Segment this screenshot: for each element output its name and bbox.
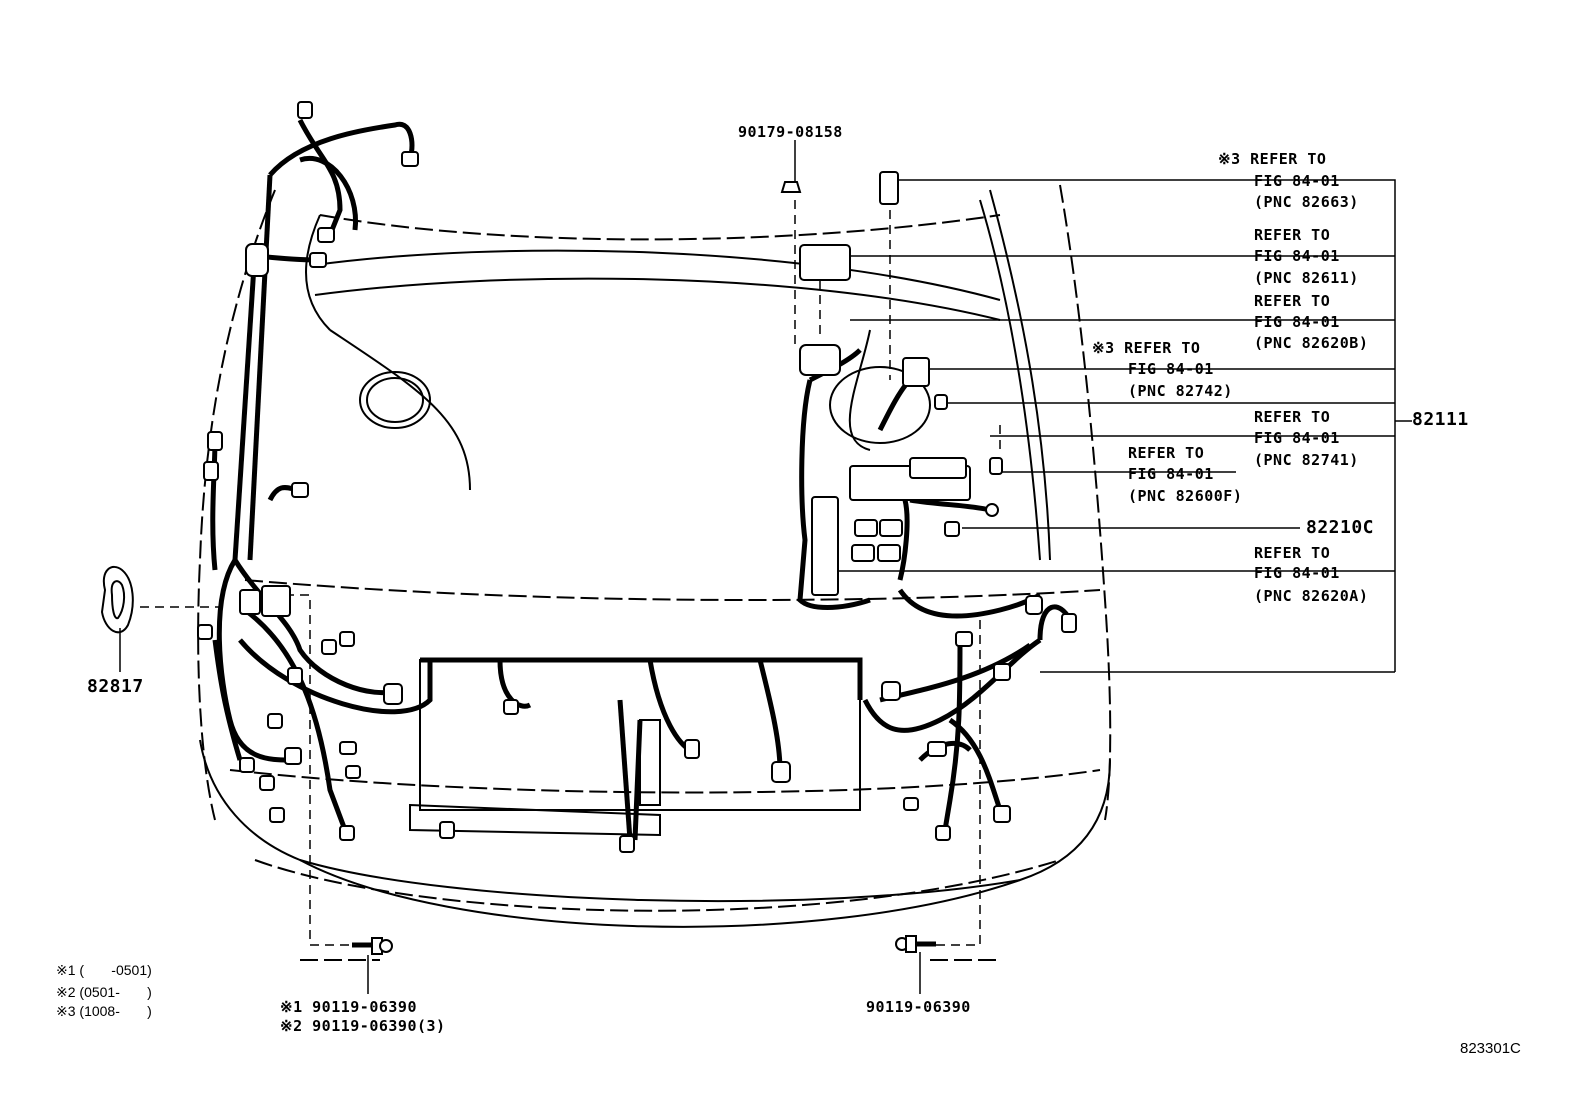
callout-82663-mark: ※3 xyxy=(1218,150,1241,168)
callout-82742-line3: (PNC 82742) xyxy=(1128,382,1233,400)
callout-82600f-line2: FIG 84-01 xyxy=(1128,465,1214,483)
note-1: ※1 ( -0501) xyxy=(56,962,152,978)
callout-82611-line1: REFER TO xyxy=(1254,226,1331,244)
callout-82663: ※3 REFER TO xyxy=(1218,148,1326,170)
leader-lines xyxy=(119,140,1412,994)
callout-82620a-line1: REFER TO xyxy=(1254,544,1331,562)
part-number-82210c: 82210C xyxy=(1306,517,1375,538)
part-number-bolt-left-2: ※2 90119-06390(3) xyxy=(280,1017,446,1035)
note-3: ※3 (1008- ) xyxy=(56,1003,152,1019)
vehicle-body-solid xyxy=(199,189,1111,928)
callout-82620b-line1: REFER TO xyxy=(1254,292,1331,310)
part-number-nut: 90179-08158 xyxy=(738,123,843,141)
part-number-82817: 82817 xyxy=(87,676,144,697)
callout-82742: ※3 REFER TO xyxy=(1092,337,1200,359)
bolt-left xyxy=(352,937,393,955)
callout-82742-line2: FIG 84-01 xyxy=(1128,360,1214,378)
figure-id: 823301C xyxy=(1460,1040,1521,1057)
callout-82663-line3: (PNC 82663) xyxy=(1254,193,1359,211)
callout-82741-line1: REFER TO xyxy=(1254,408,1331,426)
callout-82620a-line3: (PNC 82620A) xyxy=(1254,587,1369,605)
part-number-82111: 82111 xyxy=(1412,409,1469,430)
callout-82620b-line3: (PNC 82620B) xyxy=(1254,334,1369,352)
callout-82663-line2: FIG 84-01 xyxy=(1254,172,1340,190)
callout-82600f-line3: (PNC 82600F) xyxy=(1128,487,1243,505)
callout-82742-line1: REFER TO xyxy=(1124,339,1201,357)
callout-82620b-line2: FIG 84-01 xyxy=(1254,313,1340,331)
callout-82741-line2: FIG 84-01 xyxy=(1254,429,1340,447)
callout-82600f-line1: REFER TO xyxy=(1128,444,1205,462)
callout-82620a-line2: FIG 84-01 xyxy=(1254,564,1340,582)
callout-82663-line1: REFER TO xyxy=(1250,150,1327,168)
callout-82741-line3: (PNC 82741) xyxy=(1254,451,1359,469)
vehicle-body-outline xyxy=(197,184,1112,961)
note-2: ※2 (0501- ) xyxy=(56,984,152,1000)
callout-82742-mark: ※3 xyxy=(1092,339,1115,357)
connectors xyxy=(100,101,1077,853)
part-number-bolt-right: 90119-06390 xyxy=(866,998,971,1016)
bolt-right xyxy=(895,935,936,953)
callout-82611-line2: FIG 84-01 xyxy=(1254,247,1340,265)
part-number-bolt-left-1: ※1 90119-06390 xyxy=(280,998,417,1016)
callout-82611-line3: (PNC 82611) xyxy=(1254,269,1359,287)
wire-harness xyxy=(210,118,1073,841)
